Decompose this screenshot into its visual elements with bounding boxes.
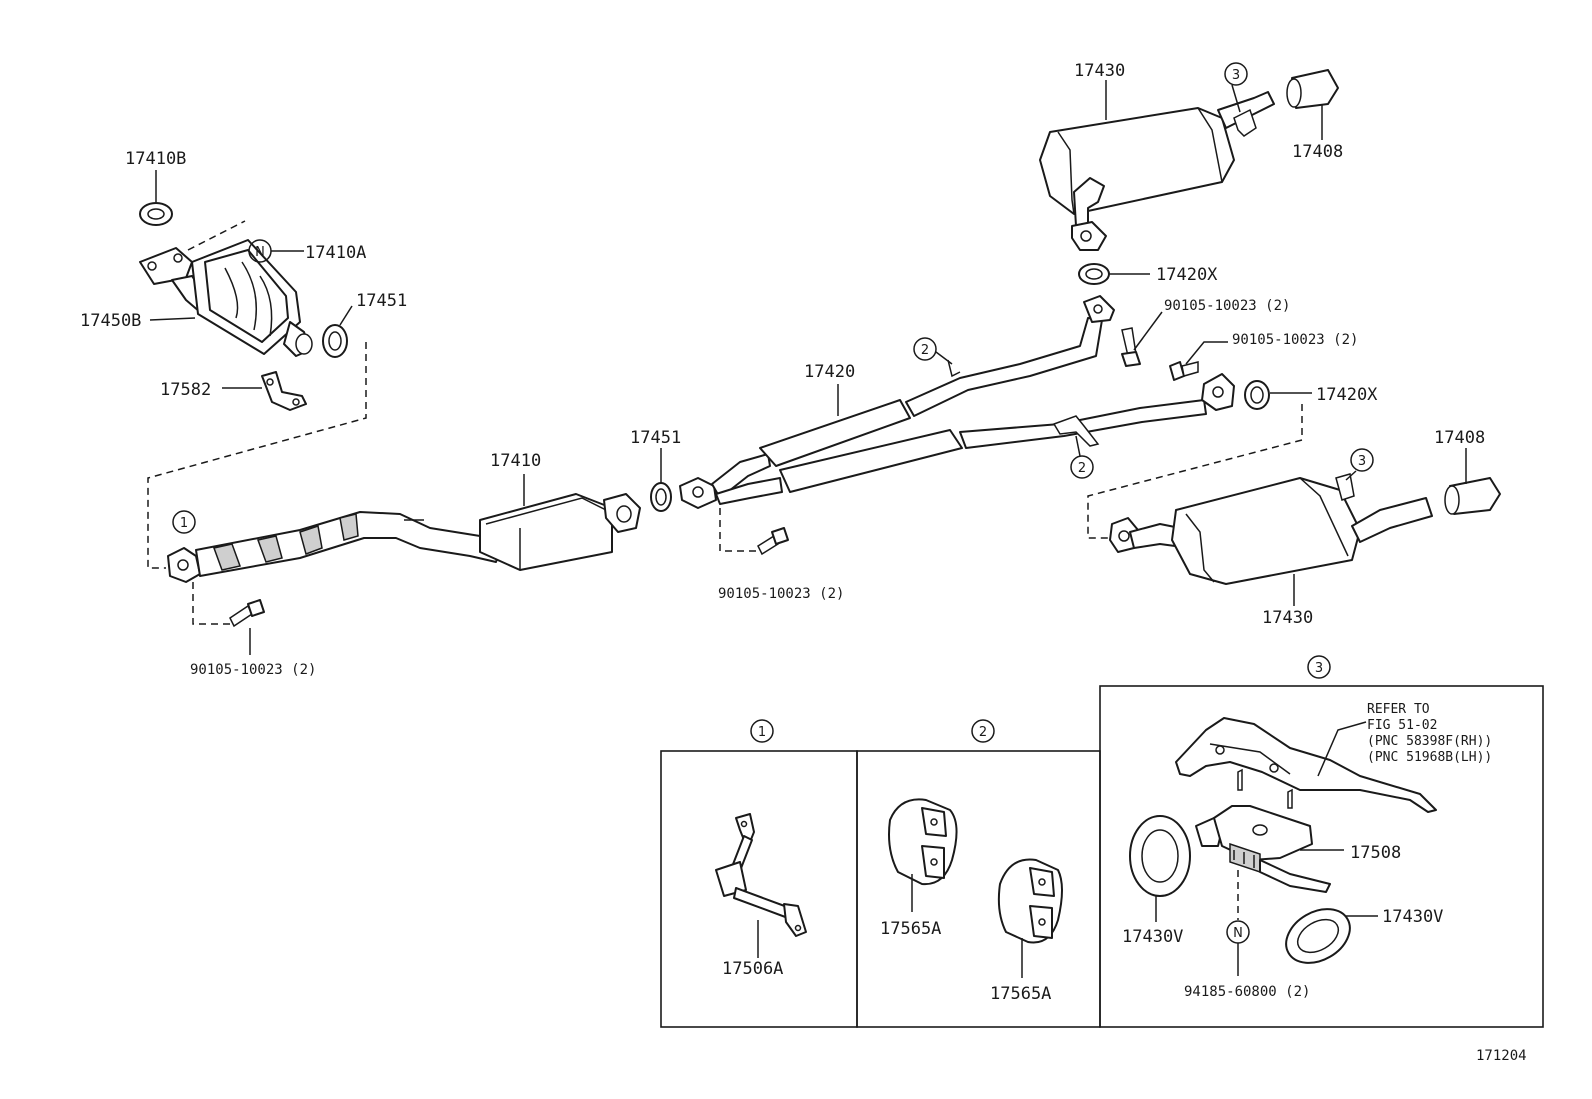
tail-muffler-17430-lower[interactable]: [1109, 473, 1433, 585]
label-17508: 17508: [1350, 843, 1401, 863]
refer-text-line-2: FIG 51-02: [1367, 718, 1437, 733]
bracket-17582[interactable]: [222, 371, 307, 411]
bolt-90105-upper-right[interactable]: [1121, 311, 1163, 367]
bolt-90105-front[interactable]: [229, 599, 265, 628]
svg-text:N: N: [255, 245, 265, 260]
refer-text-line-1: REFER TO: [1367, 702, 1430, 717]
rubber-hanger-17565A-upper[interactable]: [888, 798, 958, 886]
gasket-17420X-upper[interactable]: [1078, 263, 1150, 285]
label-17420: 17420: [804, 362, 855, 382]
label-94185: 94185-60800 (2): [1184, 984, 1310, 1000]
label-17450B: 17450B: [80, 311, 141, 331]
detail-box-1-title: 1: [750, 719, 774, 743]
label-17430V-right: 17430V: [1382, 907, 1443, 927]
label-17410B: 17410B: [125, 149, 186, 169]
tail-muffler-17430-upper[interactable]: [1039, 91, 1275, 251]
label-17420X-middle: 17420X: [1316, 385, 1378, 405]
label-90105-lower-right: 90105-10023 (2): [1232, 332, 1358, 348]
svg-text:2: 2: [979, 725, 987, 740]
nut-marker-94185: N: [1226, 920, 1250, 976]
refer-text-line-4: (PNC 51968B(LH)): [1367, 750, 1492, 765]
label-17410A: 17410A: [305, 243, 366, 263]
gasket-17410B[interactable]: [139, 170, 173, 226]
svg-text:N: N: [1233, 926, 1243, 941]
label-17565A-upper: 17565A: [880, 919, 941, 939]
detail-box-3-title: 3: [1307, 655, 1331, 679]
label-17430-upper: 17430: [1074, 61, 1125, 81]
cushion-ring-17430V-left[interactable]: [1129, 815, 1191, 922]
label-17420X-upper: 17420X: [1156, 265, 1218, 285]
cushion-ring-17430V-right[interactable]: [1277, 898, 1378, 974]
detail-box-1: [660, 750, 858, 1028]
svg-text:1: 1: [180, 516, 188, 531]
label-90105-front: 90105-10023 (2): [190, 662, 316, 678]
label-17451-middle: 17451: [630, 428, 681, 448]
svg-text:3: 3: [1358, 454, 1366, 469]
figure-number: 171204: [1476, 1048, 1527, 1064]
center-exhaust-pipe-17420[interactable]: [679, 295, 1235, 509]
label-17565A-lower: 17565A: [990, 984, 1051, 1004]
label-17410: 17410: [490, 451, 541, 471]
detail-box-2: [856, 750, 1101, 1028]
body-bracket-reference: [1175, 717, 1437, 813]
circle-marker-1-front: 1: [172, 510, 196, 534]
detail-box-2-title: 2: [971, 719, 995, 743]
hanger-bracket-17506A[interactable]: [715, 813, 807, 937]
gasket-17451-upper[interactable]: [322, 305, 353, 358]
label-90105-upper-right: 90105-10023 (2): [1164, 298, 1290, 314]
svg-text:2: 2: [921, 343, 929, 358]
exhaust-tip-17408-lower[interactable]: [1444, 448, 1501, 515]
bolt-90105-lower-right[interactable]: [1169, 341, 1228, 381]
nut-marker-17410A: N: [248, 239, 304, 263]
circle-marker-2-lower: 2: [1070, 435, 1094, 479]
front-exhaust-pipe-17410[interactable]: [167, 493, 641, 583]
exhaust-tip-17408-upper[interactable]: [1286, 69, 1339, 140]
svg-text:3: 3: [1315, 661, 1323, 676]
label-17451-upper: 17451: [356, 291, 407, 311]
svg-text:1: 1: [758, 725, 766, 740]
svg-text:3: 3: [1232, 68, 1240, 83]
detail-box-3: [1099, 685, 1544, 1028]
label-17506A: 17506A: [722, 959, 783, 979]
muffler-mount-17508[interactable]: [1195, 805, 1344, 893]
gasket-17420X-middle[interactable]: [1244, 380, 1312, 410]
bolt-90105-center[interactable]: [757, 527, 789, 556]
circle-marker-2-upper: 2: [913, 337, 953, 365]
rubber-hanger-17565A-lower[interactable]: [997, 858, 1063, 944]
circle-marker-3-lower: 3: [1345, 448, 1374, 481]
refer-text-line-3: (PNC 58398F(RH)): [1367, 734, 1492, 749]
gasket-17451-middle[interactable]: [650, 448, 672, 512]
svg-text:2: 2: [1078, 461, 1086, 476]
label-17408-upper: 17408: [1292, 142, 1343, 162]
catalytic-converter-17450B[interactable]: [139, 239, 313, 357]
label-90105-center: 90105-10023 (2): [718, 586, 844, 602]
label-17430-lower: 17430: [1262, 608, 1313, 628]
circle-marker-3-upper: 3: [1224, 62, 1248, 113]
label-17408-lower: 17408: [1434, 428, 1485, 448]
label-17430V-left: 17430V: [1122, 927, 1183, 947]
label-17582: 17582: [160, 380, 211, 400]
